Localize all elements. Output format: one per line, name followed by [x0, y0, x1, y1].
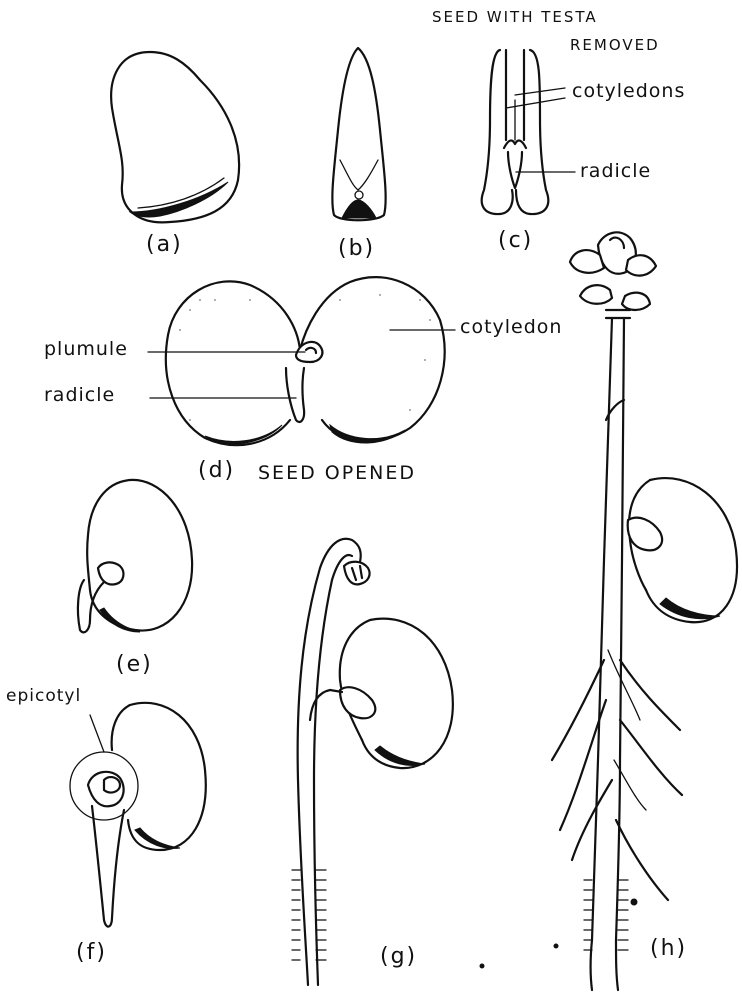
- caption-d-text: SEED OPENED: [258, 462, 416, 484]
- caption-c: (c): [498, 228, 533, 253]
- seedling-f-epicotyl: [70, 703, 206, 927]
- caption-a: (a): [146, 232, 183, 257]
- seed-d-opened: [148, 277, 455, 445]
- seed-a-whole-bean: [111, 52, 239, 222]
- seed-e-radicle-emerging: [78, 480, 192, 632]
- seedling-g-arched-shoot: [292, 539, 453, 985]
- label-epicotyl: epicotyl: [6, 686, 81, 706]
- stray-dot: [480, 964, 484, 968]
- seed-b-side-view: [332, 48, 385, 220]
- root-hairs-g: [292, 870, 326, 960]
- header-line-1: SEED WITH TESTA: [432, 8, 598, 26]
- seedling-h-mature: [552, 232, 737, 990]
- root-hairs-h: [584, 880, 628, 950]
- label-radicle-d: radicle: [44, 384, 115, 406]
- label-radicle-c: radicle: [580, 160, 651, 182]
- label-cotyledon: cotyledon: [460, 316, 562, 338]
- caption-g: (g): [380, 944, 417, 969]
- label-cotyledons: cotyledons: [572, 80, 685, 102]
- caption-e: (e): [116, 652, 153, 677]
- header-line-2: REMOVED: [570, 36, 660, 54]
- label-plumule: plumule: [44, 338, 128, 360]
- stray-dot: [554, 944, 558, 948]
- caption-b: (b): [338, 236, 375, 261]
- caption-h: (h): [650, 936, 687, 961]
- seed-c-testa-removed: [482, 50, 575, 214]
- caption-d: (d): [198, 458, 235, 483]
- caption-f: (f): [76, 940, 107, 965]
